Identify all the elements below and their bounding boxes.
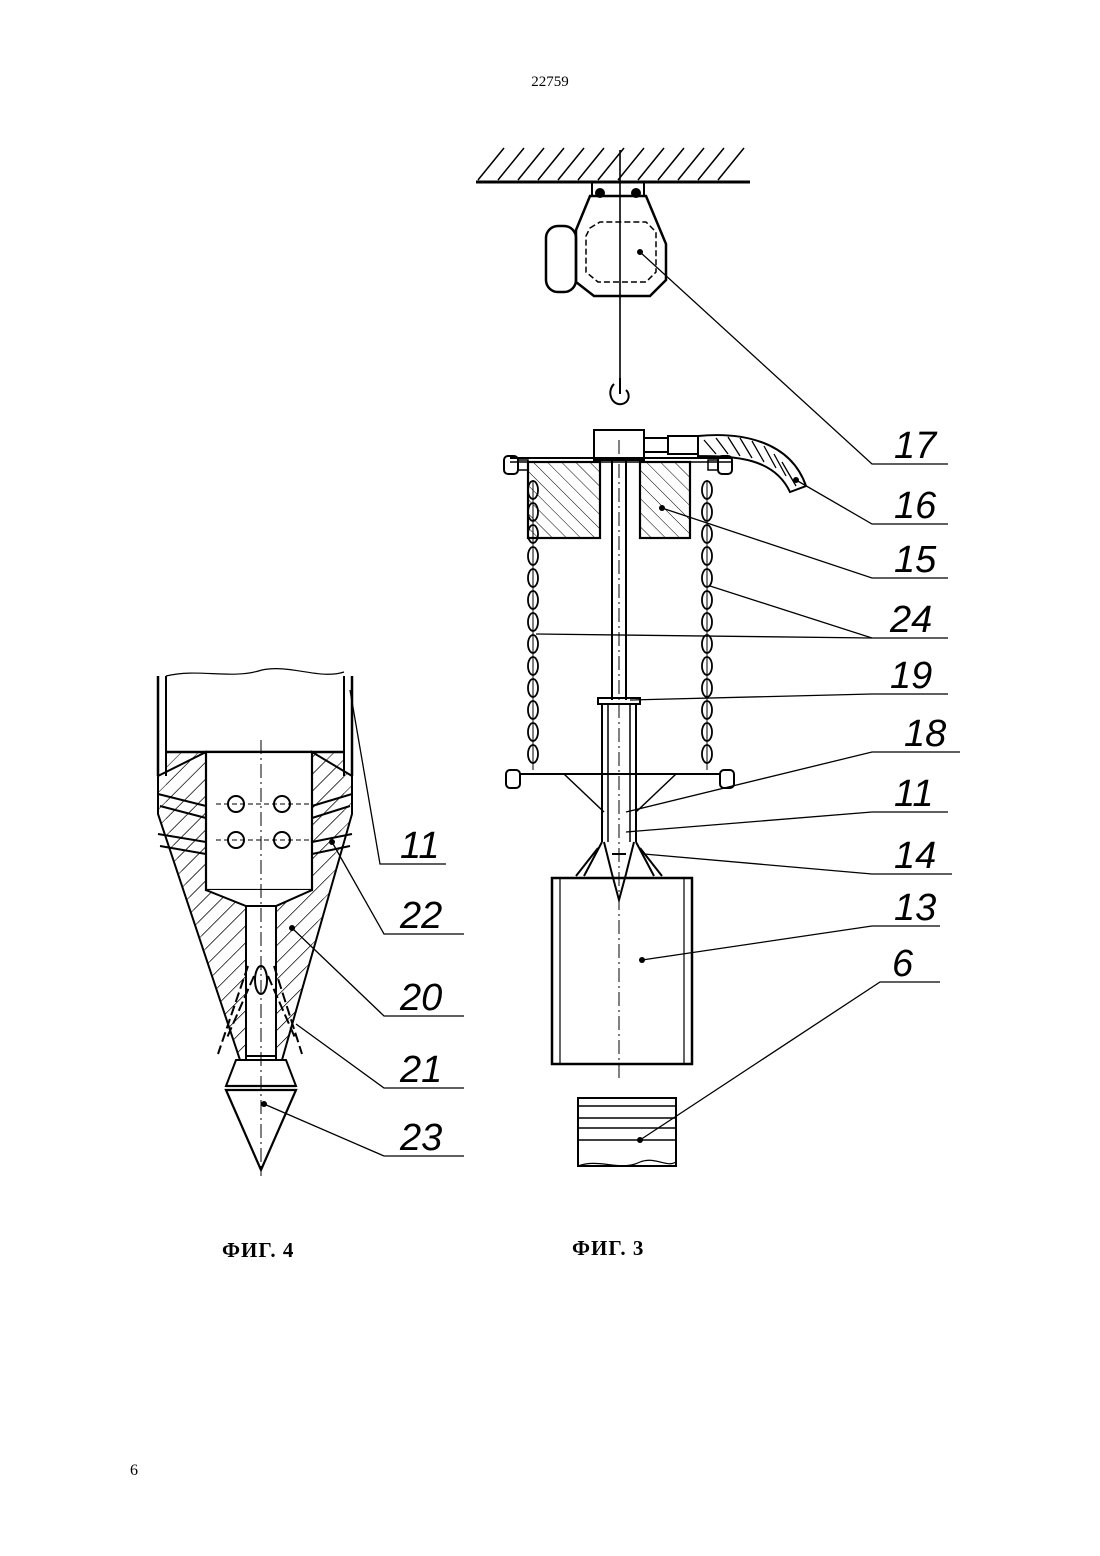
callout-22: 22 [399,895,442,937]
hoist [546,182,666,296]
fig3-drawing [476,148,960,1166]
callout-6: 6 [892,943,914,985]
callout-16: 16 [894,485,937,527]
ceiling [476,148,750,182]
callout-18: 18 [904,713,946,755]
page-number-bottom: 6 [130,1462,138,1480]
callout-15: 15 [894,539,937,581]
callout-19: 19 [890,655,932,697]
callout-20: 20 [399,977,442,1019]
callout-23: 23 [399,1117,442,1159]
callout-11-fig4: 11 [400,825,439,867]
fig4-caption: ФИГ. 4 [222,1238,294,1263]
callout-11-fig3: 11 [894,773,933,815]
callout-21: 21 [399,1049,442,1091]
callout-13: 13 [894,887,936,929]
callout-24: 24 [889,599,932,641]
callout-14: 14 [894,835,936,877]
fig3-caption: ФИГ. 3 [572,1236,644,1261]
callout-17: 17 [894,425,938,467]
